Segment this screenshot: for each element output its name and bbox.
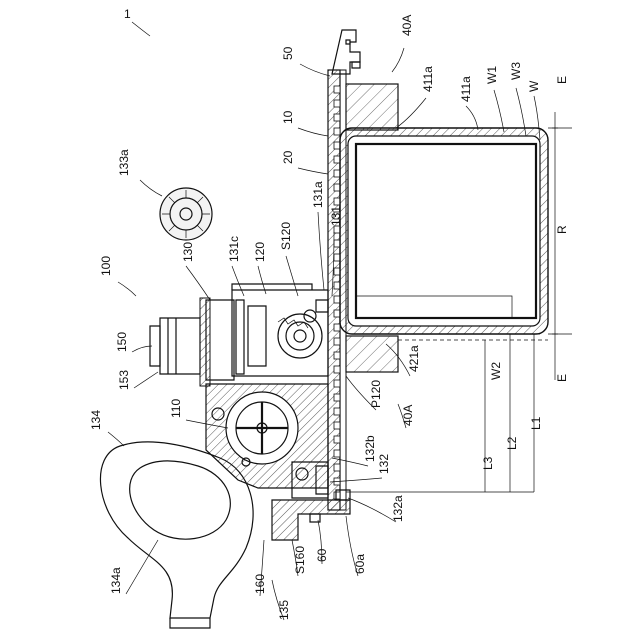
label-60a: 60a bbox=[353, 554, 367, 574]
motor-150 bbox=[150, 318, 200, 374]
label-133a: 133a bbox=[117, 149, 131, 176]
label-R: R bbox=[555, 225, 569, 234]
label-E-top: E bbox=[555, 76, 569, 84]
label-120: 120 bbox=[253, 242, 267, 262]
label-P120: P120 bbox=[369, 380, 383, 408]
top-bracket bbox=[332, 30, 360, 74]
label-150: 150 bbox=[115, 332, 129, 352]
label-S160: S160 bbox=[293, 546, 307, 574]
rail-tooth bbox=[334, 450, 340, 457]
wafer-frame bbox=[340, 128, 548, 334]
rail-tooth bbox=[334, 226, 340, 233]
block-40A-upper bbox=[346, 84, 398, 130]
rail-tooth bbox=[334, 184, 340, 191]
rail-tooth bbox=[334, 170, 340, 177]
upper-mechanism bbox=[200, 284, 328, 386]
rail-tooth bbox=[334, 128, 340, 135]
label-E-bottom: E bbox=[555, 374, 569, 382]
rail-tooth bbox=[334, 100, 340, 107]
label-L2: L2 bbox=[505, 436, 519, 450]
rail-tooth bbox=[334, 324, 340, 331]
label-S120: S120 bbox=[279, 222, 293, 250]
label-40A-bottom: 40A bbox=[401, 405, 415, 426]
label-411a-a: 411a bbox=[421, 66, 435, 92]
label-10: 10 bbox=[281, 110, 295, 124]
label-1: 1 bbox=[124, 7, 131, 21]
label-131c: 131c bbox=[227, 236, 241, 262]
label-131: 131 bbox=[329, 206, 343, 226]
rail-tooth bbox=[334, 198, 340, 205]
rail-tooth bbox=[334, 338, 340, 345]
rail-tooth bbox=[334, 86, 340, 93]
label-W3: W3 bbox=[509, 62, 523, 80]
rail-tooth bbox=[334, 114, 340, 121]
label-132a: 132a bbox=[391, 495, 405, 522]
rail-tooth bbox=[334, 142, 340, 149]
label-20: 20 bbox=[281, 150, 295, 164]
label-100: 100 bbox=[99, 256, 113, 276]
label-411a-b: 411a bbox=[459, 76, 473, 102]
label-131a: 131a bbox=[311, 181, 325, 208]
rail-tooth bbox=[334, 254, 340, 261]
rail-tooth bbox=[334, 380, 340, 387]
label-132: 132 bbox=[377, 454, 391, 474]
rail-tooth bbox=[334, 282, 340, 289]
rail-tooth bbox=[334, 422, 340, 429]
rail-tooth bbox=[334, 464, 340, 471]
label-153: 153 bbox=[117, 370, 131, 390]
label-50: 50 bbox=[281, 46, 295, 60]
rail-tooth bbox=[334, 436, 340, 443]
rail-tooth bbox=[334, 240, 340, 247]
knob-133a bbox=[160, 188, 212, 240]
label-40A-top: 40A bbox=[400, 15, 414, 36]
label-134a: 134a bbox=[109, 567, 123, 594]
label-110: 110 bbox=[169, 399, 183, 418]
rail-tooth bbox=[334, 366, 340, 373]
label-L3: L3 bbox=[481, 456, 495, 470]
label-132b: 132b bbox=[363, 435, 377, 462]
rail-tooth bbox=[334, 352, 340, 359]
label-L1: L1 bbox=[529, 416, 543, 430]
label-W1: W1 bbox=[485, 66, 499, 84]
rail-tooth bbox=[334, 268, 340, 275]
label-130: 130 bbox=[181, 242, 195, 262]
lower-body bbox=[206, 384, 328, 488]
rail-tooth bbox=[334, 408, 340, 415]
label-135: 135 bbox=[277, 600, 291, 620]
rail-tooth bbox=[334, 296, 340, 303]
block-40A-lower bbox=[346, 336, 398, 372]
rail-tooth bbox=[334, 156, 340, 163]
label-W2: W2 bbox=[489, 362, 503, 380]
label-160: 160 bbox=[253, 574, 267, 594]
label-134: 134 bbox=[89, 410, 103, 430]
rail-tooth bbox=[334, 492, 340, 499]
label-W: W bbox=[527, 80, 541, 92]
rail-tooth bbox=[334, 394, 340, 401]
label-421a: 421a bbox=[407, 345, 421, 372]
rail-tooth bbox=[334, 310, 340, 317]
